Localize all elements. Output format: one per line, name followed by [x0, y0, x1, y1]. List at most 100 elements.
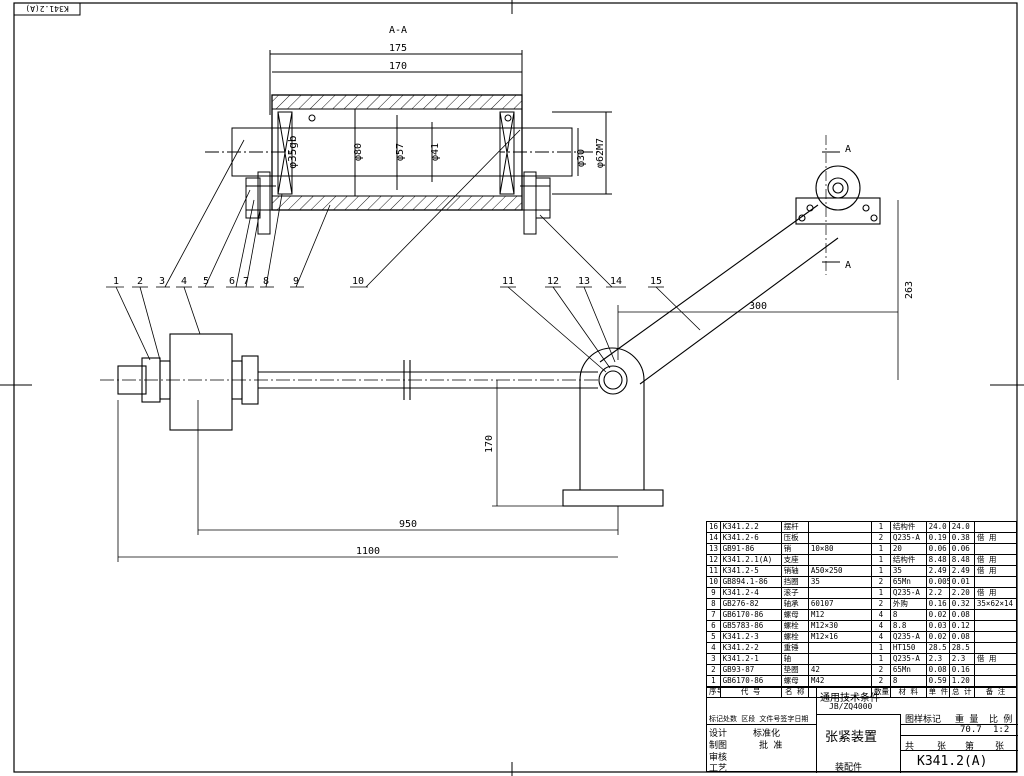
bom-cell: 0.005	[925, 576, 950, 588]
bom-cell	[807, 587, 872, 599]
standard-code: JB/ZQ4000	[829, 702, 873, 711]
bom-cell: M12×30	[807, 620, 872, 632]
bom-cell: 借 用	[973, 587, 1018, 599]
section-arrow-top: A	[845, 144, 851, 155]
bom-cell: 0.08	[948, 609, 975, 621]
label-sheet-no: 第	[965, 742, 975, 752]
bom-cell: 1.20	[948, 675, 975, 687]
bom-cell: 外购	[889, 598, 927, 610]
bom-cell	[973, 631, 1018, 643]
section-label: A-A	[389, 25, 407, 36]
bom-cell: 螺栓	[780, 631, 809, 643]
bom-cell: GB6170-86	[719, 675, 782, 687]
bom-cell: 1	[870, 521, 891, 533]
bom-cell: 轴承	[780, 598, 809, 610]
dim-phi41: φ41	[430, 143, 441, 161]
corner-code-box	[13, 2, 81, 16]
callout-13: 13	[578, 276, 590, 287]
bom-cell: 65Mn	[889, 664, 927, 676]
bom-cell: K341.2-2	[719, 642, 782, 654]
title-block: 标记处数 区段 文件号签字日期 设计 标准化 制图 批 准 审核 工艺 通用技术…	[706, 687, 1018, 774]
main-dimensions	[117, 200, 899, 562]
bom-cell: K341.2-6	[719, 532, 782, 544]
bom-cell: 4	[870, 609, 891, 621]
label-approve: 批 准	[759, 741, 783, 751]
bom-cell: 35	[807, 576, 872, 588]
callout-15: 15	[650, 276, 662, 287]
dim-phi30: φ30	[576, 149, 587, 167]
bom-cell: 0.01	[948, 576, 975, 588]
document-type: 装配件	[835, 763, 863, 773]
bom-cell: 13	[706, 543, 721, 555]
bom-cell: 60107	[807, 598, 872, 610]
label-standardize: 标准化	[753, 729, 781, 739]
bom-cell: Q235-A	[889, 587, 927, 599]
bom-cell: 14	[706, 532, 721, 544]
label-scale: 比 例	[989, 715, 1013, 725]
bom-cell: GB276-82	[719, 598, 782, 610]
bom-cell: K341.2-4	[719, 587, 782, 599]
bom-cell: 垫圈	[780, 664, 809, 676]
bom-cell: K341.2.2	[719, 521, 782, 533]
bom-cell: 螺母	[780, 675, 809, 687]
label-stage-mark: 图样标记	[905, 715, 942, 725]
bom-cell: 销轴	[780, 565, 809, 577]
bom-cell: 4	[870, 631, 891, 643]
bom-cell	[973, 642, 1018, 654]
dim-phi35: φ35gb	[286, 135, 299, 168]
callout-10: 10	[352, 276, 364, 287]
bom-cell: 螺栓	[780, 620, 809, 632]
bom-cell: Q235-A	[889, 532, 927, 544]
bom-cell: K341.2-3	[719, 631, 782, 643]
bom-cell: GB894.1-86	[719, 576, 782, 588]
label-check: 审核	[709, 753, 728, 763]
bom-cell: GB6170-86	[719, 609, 782, 621]
weight-value: 70.7	[960, 725, 982, 735]
label-draw: 制图	[709, 741, 728, 751]
bom-cell	[973, 543, 1018, 555]
bom-cell: K341.2.1(A)	[719, 554, 782, 566]
corner-code: K341.2(A)	[25, 4, 68, 13]
bom-cell: 28.5	[925, 642, 950, 654]
bom-cell	[973, 609, 1018, 621]
bom-cell: 0.06	[948, 543, 975, 555]
callout-7: 7	[243, 276, 249, 287]
bom-cell: 0.12	[948, 620, 975, 632]
callout-9: 9	[293, 276, 299, 287]
bom-cell: 滚子	[780, 587, 809, 599]
bom-cell: 0.16	[948, 664, 975, 676]
bom-cell: 0.16	[925, 598, 950, 610]
bom-cell: 2.49	[925, 565, 950, 577]
dim-170-side: 170	[484, 435, 495, 453]
callout-12: 12	[547, 276, 559, 287]
bom-cell: 2.3	[925, 653, 950, 665]
bom-cell	[807, 653, 872, 665]
bom-cell	[807, 554, 872, 566]
section-arrow-bottom: A	[845, 260, 851, 271]
bom-cell	[973, 620, 1018, 632]
bom-cell: 10×80	[807, 543, 872, 555]
bom-cell: 16	[706, 521, 721, 533]
bom-cell: 2	[870, 532, 891, 544]
drawing-title: 张紧装置	[825, 730, 878, 745]
bom-cell: A50×250	[807, 565, 872, 577]
bom-cell: 借 用	[973, 554, 1018, 566]
bom-cell: K341.2-5	[719, 565, 782, 577]
bom-cell: 2.20	[948, 587, 975, 599]
bom-cell: 12	[706, 554, 721, 566]
bom-cell: 1	[870, 653, 891, 665]
callout-6: 6	[229, 276, 235, 287]
callout-2: 2	[137, 276, 143, 287]
bom-cell: GB93-87	[719, 664, 782, 676]
bom-cell: 8	[889, 609, 927, 621]
dim-263: 263	[904, 281, 915, 299]
section-a-a-view: A-A 175 170	[205, 25, 612, 235]
